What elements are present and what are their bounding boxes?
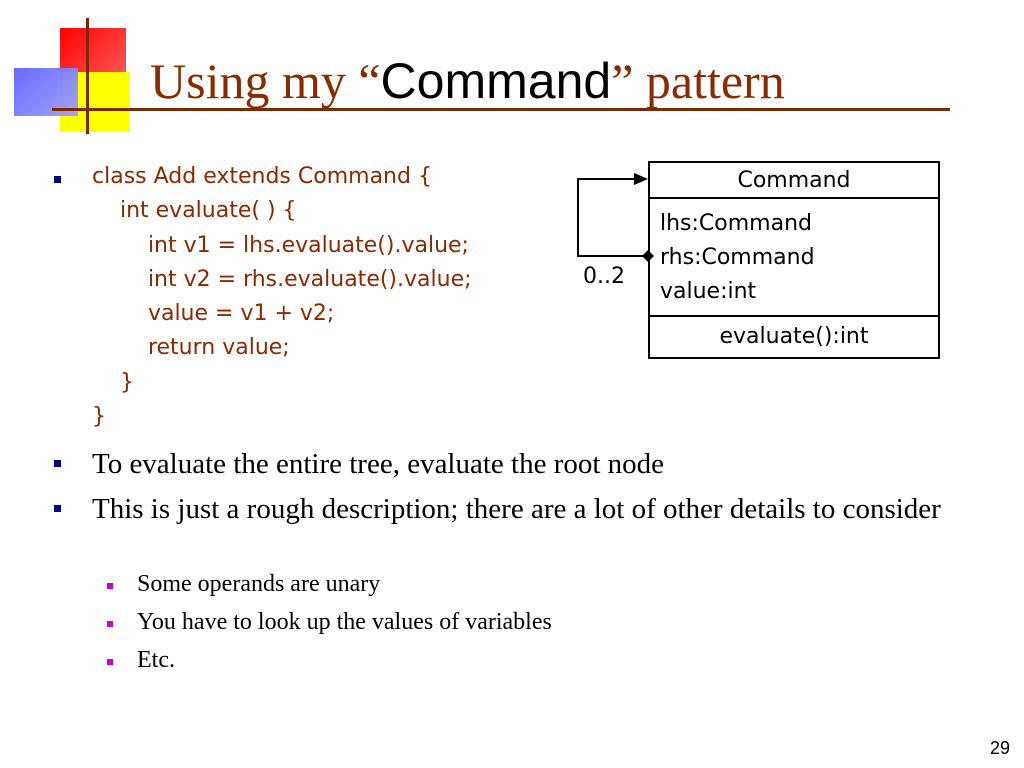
uml-class-name: Command — [648, 161, 940, 199]
sub-bullet-marker — [107, 583, 113, 589]
code-line: value = v1 + v2; — [92, 301, 335, 327]
code-line: int evaluate( ) { — [92, 198, 297, 224]
bullet-marker — [54, 176, 61, 183]
sub-bullet-marker — [107, 621, 113, 627]
code-line: int v1 = lhs.evaluate().value; — [92, 232, 469, 258]
bullet-text: This is just a rough description; there … — [92, 493, 941, 525]
sub-bullet-marker — [107, 659, 113, 665]
multiplicity-label: 0..2 — [583, 264, 625, 289]
uml-attributes: lhs:Command rhs:Command value:int — [648, 197, 940, 317]
decor-vertical-line — [86, 18, 89, 134]
arrowhead-icon — [634, 173, 648, 185]
association-line — [577, 178, 648, 257]
uml-operation: evaluate():int — [648, 315, 940, 359]
code-line: return value; — [92, 335, 290, 361]
title-suffix: ” pattern — [611, 53, 785, 109]
uml-self-association — [577, 173, 654, 262]
uml-attribute: rhs:Command — [660, 245, 815, 270]
page-number: 29 — [989, 738, 1010, 758]
code-line: class Add extends Command { — [92, 164, 432, 189]
code-line: } — [92, 404, 106, 430]
uml-attribute: value:int — [660, 279, 757, 304]
sub-bullet-text: You have to look up the values of variab… — [137, 609, 552, 635]
aggregation-diamond-icon — [642, 250, 654, 262]
bullet-marker — [54, 460, 61, 467]
sub-bullet-text: Etc. — [137, 647, 175, 673]
title-prefix: Using my “ — [150, 53, 381, 109]
bullet-text: To evaluate the entire tree, evaluate th… — [92, 448, 665, 480]
bullet-marker — [54, 505, 61, 512]
code-line: int v2 = rhs.evaluate().value; — [92, 266, 472, 292]
title-code-word: Command — [380, 53, 612, 109]
uml-attribute: lhs:Command — [660, 211, 813, 236]
code-block: class Add extends Command { int evaluate… — [92, 160, 472, 434]
sub-bullet-text: Some operands are unary — [137, 571, 381, 597]
title-underline — [52, 108, 950, 111]
slide-title: Using my “Command” pattern — [150, 52, 785, 110]
code-line: } — [92, 369, 134, 395]
